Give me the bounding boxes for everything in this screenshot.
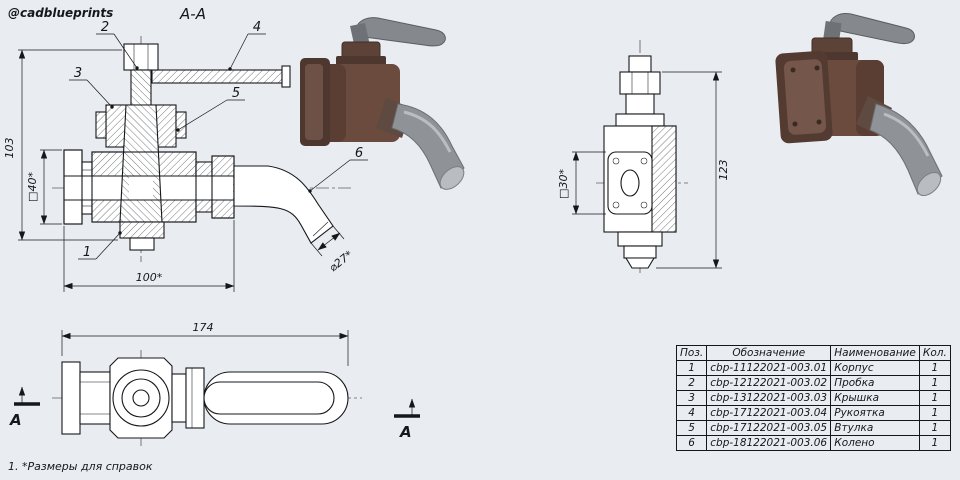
bom-row: 4 cbp-17122021-003.04 Рукоятка 1	[675, 405, 951, 421]
bom-header-row: Поз. Обозначение Наименование Кол.	[675, 345, 951, 361]
bolt-hole	[814, 65, 820, 71]
bom-cell-qty: 1	[918, 360, 951, 376]
bom-header-qty: Кол.	[918, 345, 951, 361]
bom-cell-pos: 5	[675, 420, 708, 436]
bolt-hole	[816, 119, 822, 125]
bom-cell-designation: cbp-18122021-003.06	[706, 435, 832, 451]
callout-4: 4	[253, 20, 261, 35]
callout-1: 1	[83, 245, 91, 260]
callout-2: 2	[101, 20, 109, 35]
bom-header-name: Наименование	[830, 345, 920, 361]
bolt-hole	[790, 67, 796, 73]
handle-bar	[151, 65, 291, 88]
dim-103: 103	[3, 138, 16, 159]
spout-opening	[916, 172, 942, 196]
bom-cell-name: Втулка	[830, 420, 920, 436]
bom-cell-qty: 1	[918, 420, 951, 436]
bom-cell-designation: cbp-17122021-003.05	[706, 420, 832, 436]
watermark: @cadblueprints	[8, 6, 114, 20]
bom-cell-name: Колено	[830, 435, 920, 451]
callout-6: 6	[355, 146, 363, 161]
bom-cell-pos: 6	[675, 435, 708, 451]
bom-cell-pos: 1	[675, 360, 708, 376]
bom-cell-designation: cbp-17122021-003.04	[706, 405, 832, 421]
flange-3d	[775, 50, 833, 144]
callout-5: 5	[232, 86, 240, 101]
bom-cell-designation: cbp-13122021-003.03	[706, 390, 832, 406]
spout-opening	[439, 166, 465, 190]
spout-elbow	[233, 165, 334, 244]
render-3d-front	[300, 17, 465, 190]
render-3d-right	[775, 13, 943, 196]
bottom-plug	[119, 221, 165, 251]
bom-cell-name: Крышка	[830, 390, 920, 406]
dim-dia27: ⌀27*	[327, 248, 356, 275]
bom-row: 1 cbp-11122021-003.01 Корпус 1	[675, 360, 951, 376]
bom-cell-name: Рукоятка	[830, 405, 920, 421]
bom-row: 2 cbp-12122021-003.02 Пробка 1	[675, 375, 951, 391]
section-arrow-left-label: A	[9, 411, 22, 429]
bom-header-pos: Поз.	[675, 345, 708, 361]
dim-square40: □40*	[26, 172, 39, 202]
view-section-aa	[52, 36, 352, 262]
bom-header-designation: Обозначение	[706, 345, 832, 361]
parts-table: Поз. Обозначение Наименование Кол. 1 cbp…	[675, 345, 951, 451]
bom-cell-name: Корпус	[830, 360, 920, 376]
section-arrow-right-label: A	[399, 423, 412, 441]
spout-highlight	[883, 112, 930, 157]
plug-cone	[119, 69, 163, 223]
bom-row: 6 cbp-18122021-003.06 Колено 1	[675, 435, 951, 451]
bom-cell-qty: 1	[918, 435, 951, 451]
spout-highlight	[403, 110, 452, 153]
bom-cell-pos: 4	[675, 405, 708, 421]
flange-face	[305, 64, 323, 140]
bom-cell-qty: 1	[918, 375, 951, 391]
bom-cell-designation: cbp-12122021-003.02	[706, 375, 832, 391]
footnote: 1. *Размеры для справок	[8, 460, 153, 473]
view-top-plan	[52, 350, 362, 446]
view-side-ortho	[596, 40, 688, 274]
dim-174: 174	[193, 321, 214, 334]
dim-100: 100*	[136, 271, 163, 284]
bom-cell-qty: 1	[918, 405, 951, 421]
callouts-main-view: 1 2 3 4 5 6	[69, 20, 368, 260]
callout-3: 3	[74, 66, 82, 81]
dims-top-view: 174	[61, 321, 349, 366]
bom-cell-pos: 3	[675, 390, 708, 406]
bom-cell-designation: cbp-11122021-003.01	[706, 360, 832, 376]
bom-cell-pos: 2	[675, 375, 708, 391]
section-label: A-A	[179, 5, 206, 23]
dim-123: 123	[717, 160, 730, 181]
dim-square30: □30*	[557, 169, 570, 199]
bom-row: 5 cbp-17122021-003.05 Втулка 1	[675, 420, 951, 436]
dims-side-view: □30* 123	[557, 71, 730, 269]
bom-row: 3 cbp-13122021-003.03 Крышка 1	[675, 390, 951, 406]
plug-top-nut	[123, 43, 159, 71]
bolt-hole	[792, 121, 798, 127]
bom-cell-name: Пробка	[830, 375, 920, 391]
bom-cell-qty: 1	[918, 390, 951, 406]
section-cut-marks: A A	[9, 386, 420, 441]
